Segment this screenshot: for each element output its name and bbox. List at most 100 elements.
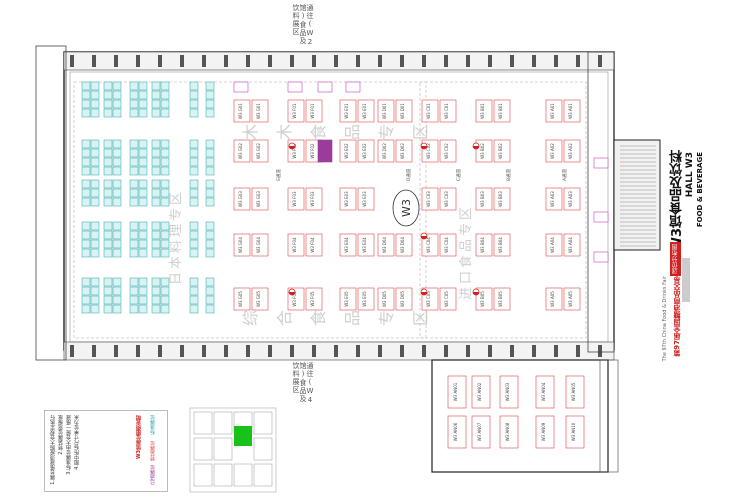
standard-booth[interactable] [129,179,139,189]
standard-booth[interactable] [90,277,100,287]
standard-booth[interactable] [81,197,91,207]
standard-booth[interactable] [90,197,100,207]
special-booth[interactable] [421,233,439,257]
standard-booth[interactable] [160,221,170,231]
standard-booth[interactable] [90,139,100,149]
standard-booth[interactable] [90,286,100,296]
standard-booth[interactable] [189,248,199,258]
standard-booth[interactable] [81,239,91,249]
standard-booth[interactable] [151,286,161,296]
annex-booth[interactable] [471,375,491,409]
special-booth[interactable] [563,187,581,211]
standard-booth[interactable] [112,148,122,158]
standard-booth[interactable] [205,197,215,207]
standard-booth[interactable] [205,295,215,305]
standard-booth[interactable] [151,157,161,167]
standard-booth[interactable] [103,295,113,305]
special-booth[interactable] [395,233,413,257]
standard-booth[interactable] [103,248,113,258]
standard-booth[interactable] [151,221,161,231]
special-booth[interactable] [545,287,563,311]
standard-booth[interactable] [160,166,170,176]
standard-booth[interactable] [90,188,100,198]
standard-booth[interactable] [151,166,161,176]
standard-booth[interactable] [90,179,100,189]
annex-booth[interactable] [499,415,519,449]
special-booth[interactable] [287,99,305,123]
special-booth[interactable] [305,187,323,211]
standard-booth[interactable] [112,81,122,91]
standard-booth[interactable] [160,304,170,314]
special-booth[interactable] [563,99,581,123]
special-booth[interactable] [475,187,493,211]
standard-booth[interactable] [112,286,122,296]
standard-booth[interactable] [103,230,113,240]
standard-booth[interactable] [138,221,148,231]
standard-booth[interactable] [205,230,215,240]
standard-booth[interactable] [151,230,161,240]
standard-booth[interactable] [112,166,122,176]
standard-booth[interactable] [90,304,100,314]
special-booth[interactable] [339,99,357,123]
special-booth[interactable] [357,287,375,311]
special-booth[interactable] [357,187,375,211]
standard-booth[interactable] [103,108,113,118]
special-booth[interactable] [439,139,457,163]
standard-booth[interactable] [160,99,170,109]
standard-booth[interactable] [112,295,122,305]
special-booth[interactable] [493,99,511,123]
standard-booth[interactable] [81,99,91,109]
standard-booth[interactable] [189,230,199,240]
standard-booth[interactable] [129,139,139,149]
standard-booth[interactable] [189,239,199,249]
standard-booth[interactable] [205,304,215,314]
special-booth[interactable] [395,287,413,311]
corner-booth[interactable] [345,81,361,93]
special-booth[interactable] [339,287,357,311]
standard-booth[interactable] [138,239,148,249]
standard-booth[interactable] [81,139,91,149]
standard-booth[interactable] [160,277,170,287]
standard-booth[interactable] [189,295,199,305]
standard-booth[interactable] [189,188,199,198]
standard-booth[interactable] [205,179,215,189]
standard-booth[interactable] [151,139,161,149]
standard-booth[interactable] [129,197,139,207]
standard-booth[interactable] [129,81,139,91]
standard-booth[interactable] [103,197,113,207]
standard-booth[interactable] [138,295,148,305]
standard-booth[interactable] [151,239,161,249]
annex-booth[interactable] [535,415,555,449]
standard-booth[interactable] [129,239,139,249]
special-booth[interactable] [377,287,395,311]
standard-booth[interactable] [205,148,215,158]
standard-booth[interactable] [189,304,199,314]
special-booth[interactable] [545,233,563,257]
standard-booth[interactable] [160,157,170,167]
special-booth[interactable] [339,233,357,257]
standard-booth[interactable] [103,188,113,198]
standard-booth[interactable] [160,239,170,249]
special-booth[interactable] [233,233,251,257]
standard-booth[interactable] [151,108,161,118]
standard-booth[interactable] [129,148,139,158]
annex-booth[interactable] [499,375,519,409]
standard-booth[interactable] [103,179,113,189]
standard-booth[interactable] [129,108,139,118]
standard-booth[interactable] [205,248,215,258]
standard-booth[interactable] [205,166,215,176]
special-booth[interactable] [251,139,269,163]
standard-booth[interactable] [205,188,215,198]
standard-booth[interactable] [129,99,139,109]
standard-booth[interactable] [138,197,148,207]
special-booth[interactable] [475,139,493,163]
special-booth[interactable] [493,139,511,163]
standard-booth[interactable] [90,248,100,258]
standard-booth[interactable] [205,157,215,167]
standard-booth[interactable] [112,248,122,258]
standard-booth[interactable] [90,230,100,240]
standard-booth[interactable] [205,286,215,296]
standard-booth[interactable] [138,188,148,198]
standard-booth[interactable] [151,148,161,158]
standard-booth[interactable] [90,239,100,249]
